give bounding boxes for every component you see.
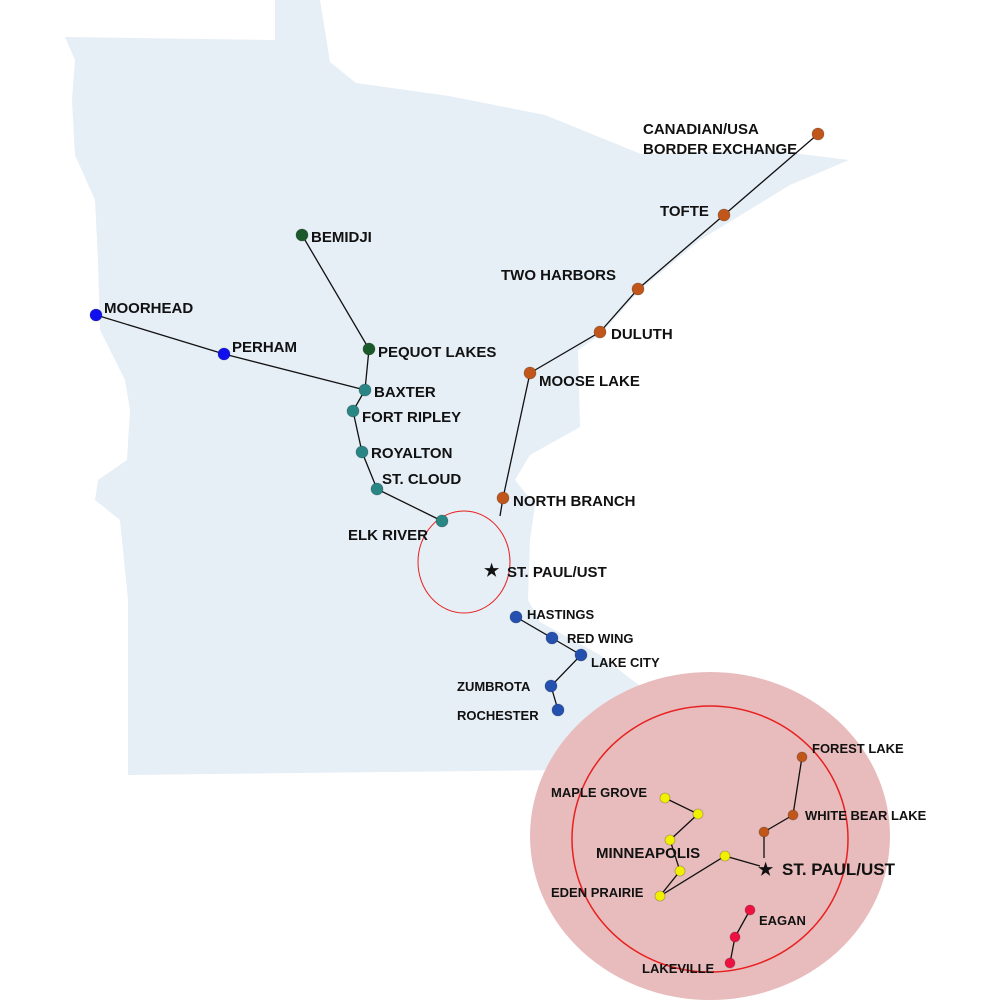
labels: MOORHEAD PERHAM BEMIDJI PEQUOT LAKES BAX… bbox=[104, 121, 927, 976]
label-duluth: DULUTH bbox=[611, 326, 673, 343]
stop-lakeville bbox=[724, 957, 736, 969]
stop-hastings bbox=[509, 610, 523, 624]
stops bbox=[89, 127, 825, 969]
stop-red-wing bbox=[545, 631, 559, 645]
stop-minneapolis bbox=[664, 834, 676, 846]
label-rochester: ROCHESTER bbox=[457, 708, 539, 723]
stop-bemidji bbox=[295, 228, 309, 242]
label-two-harbors: TWO HARBORS bbox=[501, 267, 616, 284]
star-st-paul: ★ bbox=[484, 561, 500, 580]
stop-eden-prairie bbox=[654, 890, 666, 902]
stop-st-cloud bbox=[370, 482, 384, 496]
label-fort-ripley: FORT RIPLEY bbox=[362, 409, 461, 426]
label-lake-city: LAKE CITY bbox=[591, 655, 660, 670]
label-eagan: EAGAN bbox=[759, 913, 806, 928]
label-forest-lake: FOREST LAKE bbox=[812, 741, 904, 756]
stop-lake-city bbox=[574, 648, 588, 662]
label-white-bear-lake: WHITE BEAR LAKE bbox=[805, 808, 927, 823]
label-bemidji: BEMIDJI bbox=[311, 229, 372, 246]
label-royalton: ROYALTON bbox=[371, 445, 452, 462]
label-eden-prairie: EDEN PRAIRIE bbox=[551, 885, 644, 900]
stop-zumbrota bbox=[544, 679, 558, 693]
label-baxter: BAXTER bbox=[374, 384, 436, 401]
metro-inset bbox=[530, 672, 890, 1000]
stop-moorhead bbox=[89, 308, 103, 322]
label-st-paul-inset: ST. PAUL/UST bbox=[782, 860, 896, 879]
stop-forest-lake bbox=[796, 751, 808, 763]
label-moose-lake: MOOSE LAKE bbox=[539, 373, 640, 390]
stop-elk-river bbox=[435, 514, 449, 528]
stop-metro-w-stop-1 bbox=[692, 808, 704, 820]
label-border-line2: BORDER EXCHANGE bbox=[643, 141, 797, 158]
route-metro-northeast bbox=[763, 756, 803, 858]
stop-baxter bbox=[358, 383, 372, 397]
stop-pequot-lakes bbox=[362, 342, 376, 356]
stop-moose-lake bbox=[523, 366, 537, 380]
star-st-paul-inset: ★ bbox=[758, 860, 774, 879]
label-lakeville: LAKEVILLE bbox=[642, 961, 715, 976]
stop-rochester bbox=[551, 703, 565, 717]
stop-metro-ne-stop bbox=[758, 826, 770, 838]
label-pequot-lakes: PEQUOT LAKES bbox=[378, 344, 496, 361]
label-zumbrota: ZUMBROTA bbox=[457, 679, 531, 694]
label-perham: PERHAM bbox=[232, 339, 297, 356]
metro-inset-background bbox=[530, 672, 890, 1000]
stop-fort-ripley bbox=[346, 404, 360, 418]
label-st-paul: ST. PAUL/UST bbox=[507, 564, 607, 581]
stop-duluth bbox=[593, 325, 607, 339]
stop-royalton bbox=[355, 445, 369, 459]
stop-tofte bbox=[717, 208, 731, 222]
label-north-branch: NORTH BRANCH bbox=[513, 493, 636, 510]
label-elk-river: ELK RIVER bbox=[348, 527, 428, 544]
stop-metro-s-stop bbox=[729, 931, 741, 943]
stop-maple-grove bbox=[659, 792, 671, 804]
stop-metro-w-stop-2 bbox=[674, 865, 686, 877]
label-border-line1: CANADIAN/USA bbox=[643, 121, 759, 138]
label-hastings: HASTINGS bbox=[527, 607, 595, 622]
stop-eagan bbox=[744, 904, 756, 916]
stop-white-bear-lake bbox=[787, 809, 799, 821]
label-moorhead: MOORHEAD bbox=[104, 300, 193, 317]
stop-metro-w-stop-3 bbox=[719, 850, 731, 862]
label-red-wing: RED WING bbox=[567, 631, 633, 646]
stop-two-harbors bbox=[631, 282, 645, 296]
label-maple-grove: MAPLE GROVE bbox=[551, 785, 647, 800]
metro-ring-large bbox=[571, 705, 849, 973]
label-st-cloud: ST. CLOUD bbox=[382, 471, 461, 488]
minnesota-outline bbox=[65, 0, 849, 775]
label-tofte: TOFTE bbox=[660, 203, 709, 220]
metro-ring-small bbox=[417, 510, 511, 614]
stop-perham bbox=[217, 347, 231, 361]
stop-north-branch bbox=[496, 491, 510, 505]
label-minneapolis: MINNEAPOLIS bbox=[596, 845, 700, 862]
stop-border-exchange bbox=[811, 127, 825, 141]
